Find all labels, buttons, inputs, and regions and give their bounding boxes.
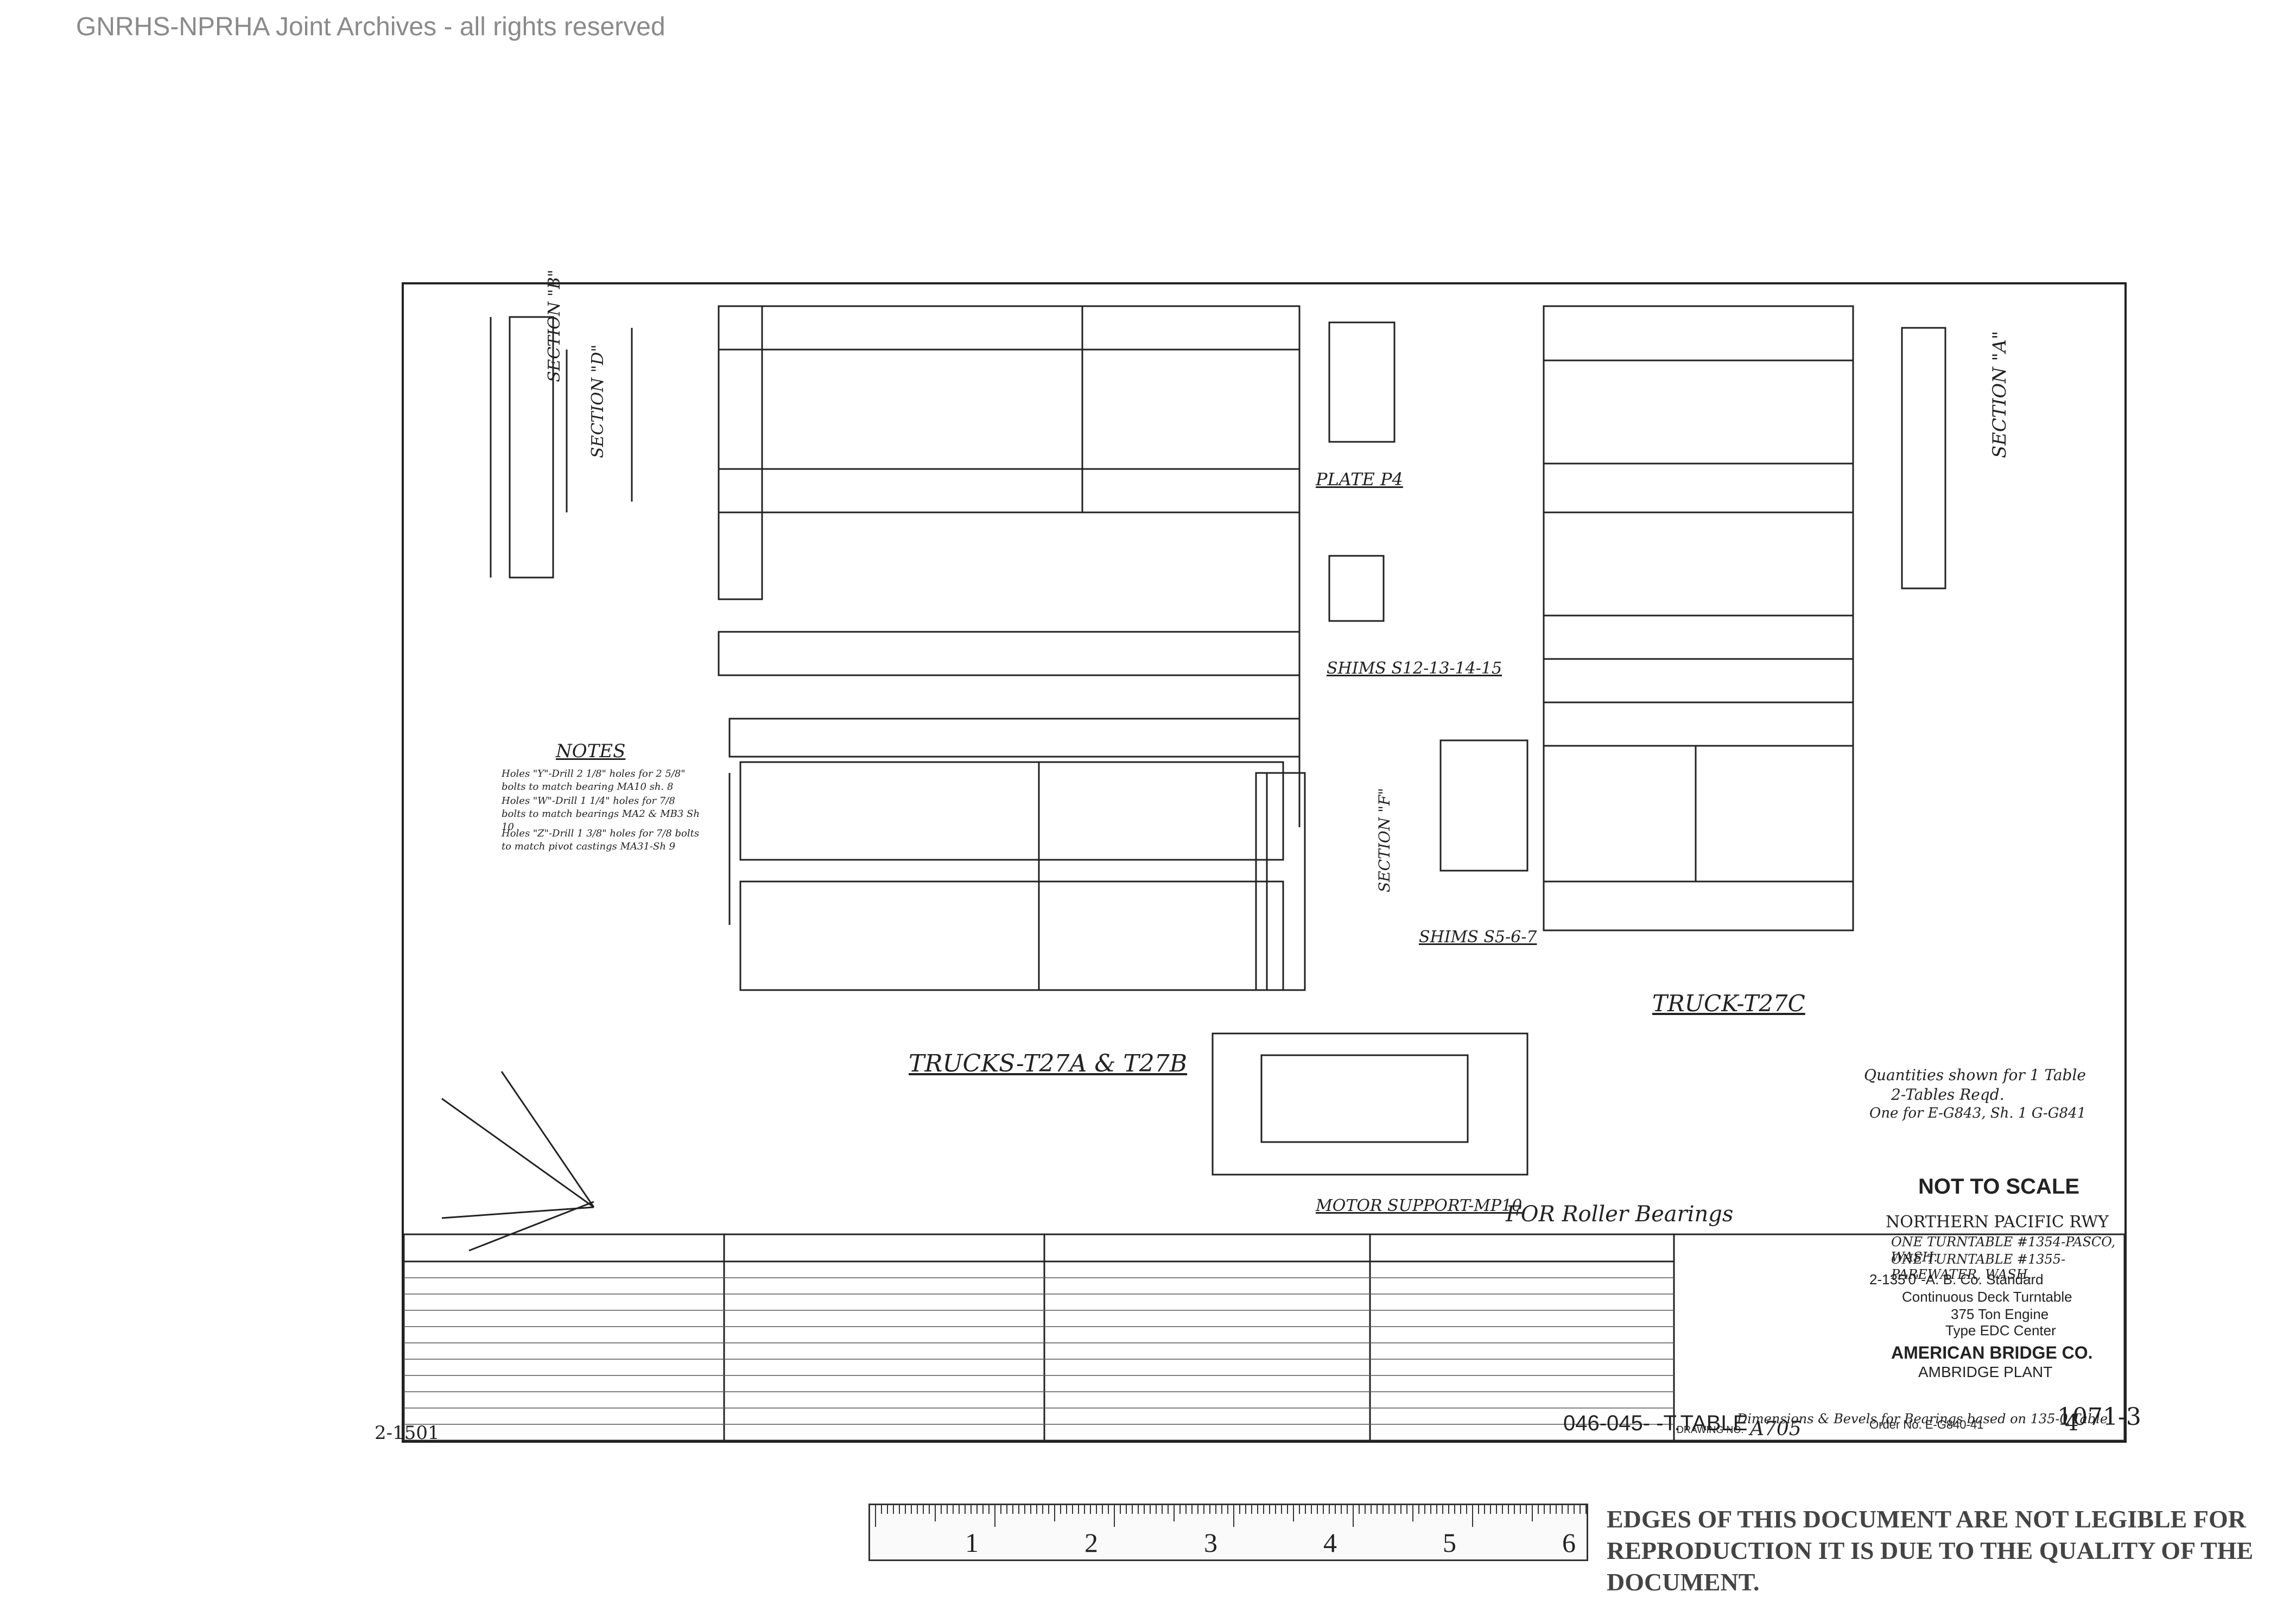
archive-watermark: GNRHS-NPRHA Joint Archives - all rights … bbox=[76, 12, 665, 41]
ruler-number-6: 6 bbox=[1562, 1527, 1576, 1558]
truck-t27c-label: TRUCK-T27C bbox=[1652, 990, 1805, 1017]
ruler-number-3: 3 bbox=[1204, 1527, 1217, 1558]
file-number: 1071-3 bbox=[2057, 1403, 2141, 1431]
scale-ruler: 1 2 3 4 5 6 bbox=[868, 1504, 1588, 1561]
standard-line: 2-135'0"-A. B. Co. Standard bbox=[1869, 1271, 2044, 1288]
section-b-label: SECTION "B" bbox=[545, 269, 564, 382]
railway-name: NORTHERN PACIFIC RWY bbox=[1886, 1213, 2109, 1232]
quantities-line-2: 2-Tables Reqd. bbox=[1891, 1086, 2005, 1104]
trucks-t27a-b-label: TRUCKS-T27A & T27B bbox=[909, 1050, 1188, 1077]
section-d-label: SECTION "D" bbox=[588, 344, 607, 458]
bottom-code: 046-045- -T.TABLE bbox=[1563, 1411, 1748, 1435]
quantities-line-1: Quantities shown for 1 Table bbox=[1864, 1066, 2086, 1084]
sheet-no: 4 bbox=[2065, 1411, 2079, 1436]
deck-line: Continuous Deck Turntable bbox=[1902, 1289, 2072, 1305]
notes-title: NOTES bbox=[556, 740, 626, 762]
motor-support-label: MOTOR SUPPORT-MP10 bbox=[1316, 1196, 1523, 1215]
ruler-number-5: 5 bbox=[1443, 1527, 1456, 1558]
ruler-number-4: 4 bbox=[1323, 1527, 1337, 1558]
section-f-label: SECTION "F" bbox=[1375, 788, 1393, 892]
edge-number: 2-1501 bbox=[375, 1422, 440, 1444]
turntable-1: ONE TURNTABLE #1354-PASCO, WASH. bbox=[1891, 1234, 2116, 1265]
type-line: Type EDC Center bbox=[1945, 1322, 2056, 1339]
drawing-linework bbox=[404, 305, 2124, 1441]
note-w: Holes "W"-Drill 1 1/4" holes for 7/8 bol… bbox=[502, 795, 700, 833]
turntable-2: ONE TURNTABLE #1355-PAREWATER, WASH. bbox=[1891, 1252, 2066, 1282]
bottom-note: Dimensions & Bevels for Bearings based o… bbox=[1737, 1411, 2108, 1426]
drawing-no: A705 bbox=[1750, 1418, 1802, 1440]
quantities-line-3: One for E-G843, Sh. 1 G-G841 bbox=[1869, 1105, 2086, 1121]
note-z: Holes "Z"-Drill 1 3/8" holes for 7/8 bol… bbox=[502, 828, 700, 852]
legibility-disclaimer: EDGES OF THIS DOCUMENT ARE NOT LEGIBLE F… bbox=[1607, 1505, 2254, 1596]
plate-p4-label: PLATE P4 bbox=[1316, 469, 1403, 490]
roller-bearings-label: FOR Roller Bearings bbox=[1506, 1202, 1734, 1227]
ruler-ticks bbox=[875, 1505, 1587, 1527]
shims-s5-label: SHIMS S5-6-7 bbox=[1419, 928, 1537, 947]
shims-s12-label: SHIMS S12-13-14-15 bbox=[1327, 659, 1502, 678]
drawing-no-label: DRAWING NO. bbox=[1677, 1424, 1744, 1435]
ruler-number-2: 2 bbox=[1084, 1527, 1098, 1558]
not-to-scale: NOT TO SCALE bbox=[1918, 1175, 2080, 1198]
section-a-label: SECTION "A" bbox=[1989, 331, 2010, 459]
ruler-number-1: 1 bbox=[965, 1527, 979, 1558]
note-y: Holes "Y"-Drill 2 1/8" holes for 2 5/8" … bbox=[502, 768, 686, 792]
plant-name: AMBRIDGE PLANT bbox=[1918, 1364, 2053, 1380]
company-name: AMERICAN BRIDGE CO. bbox=[1891, 1343, 2093, 1362]
engine-line: 375 Ton Engine bbox=[1951, 1306, 2049, 1322]
drawing-sheet: SECTION "B" SECTION "D" SECTION "A" SECT… bbox=[402, 270, 2127, 1443]
order-no: Order No. E-G840-41 bbox=[1869, 1418, 1984, 1431]
